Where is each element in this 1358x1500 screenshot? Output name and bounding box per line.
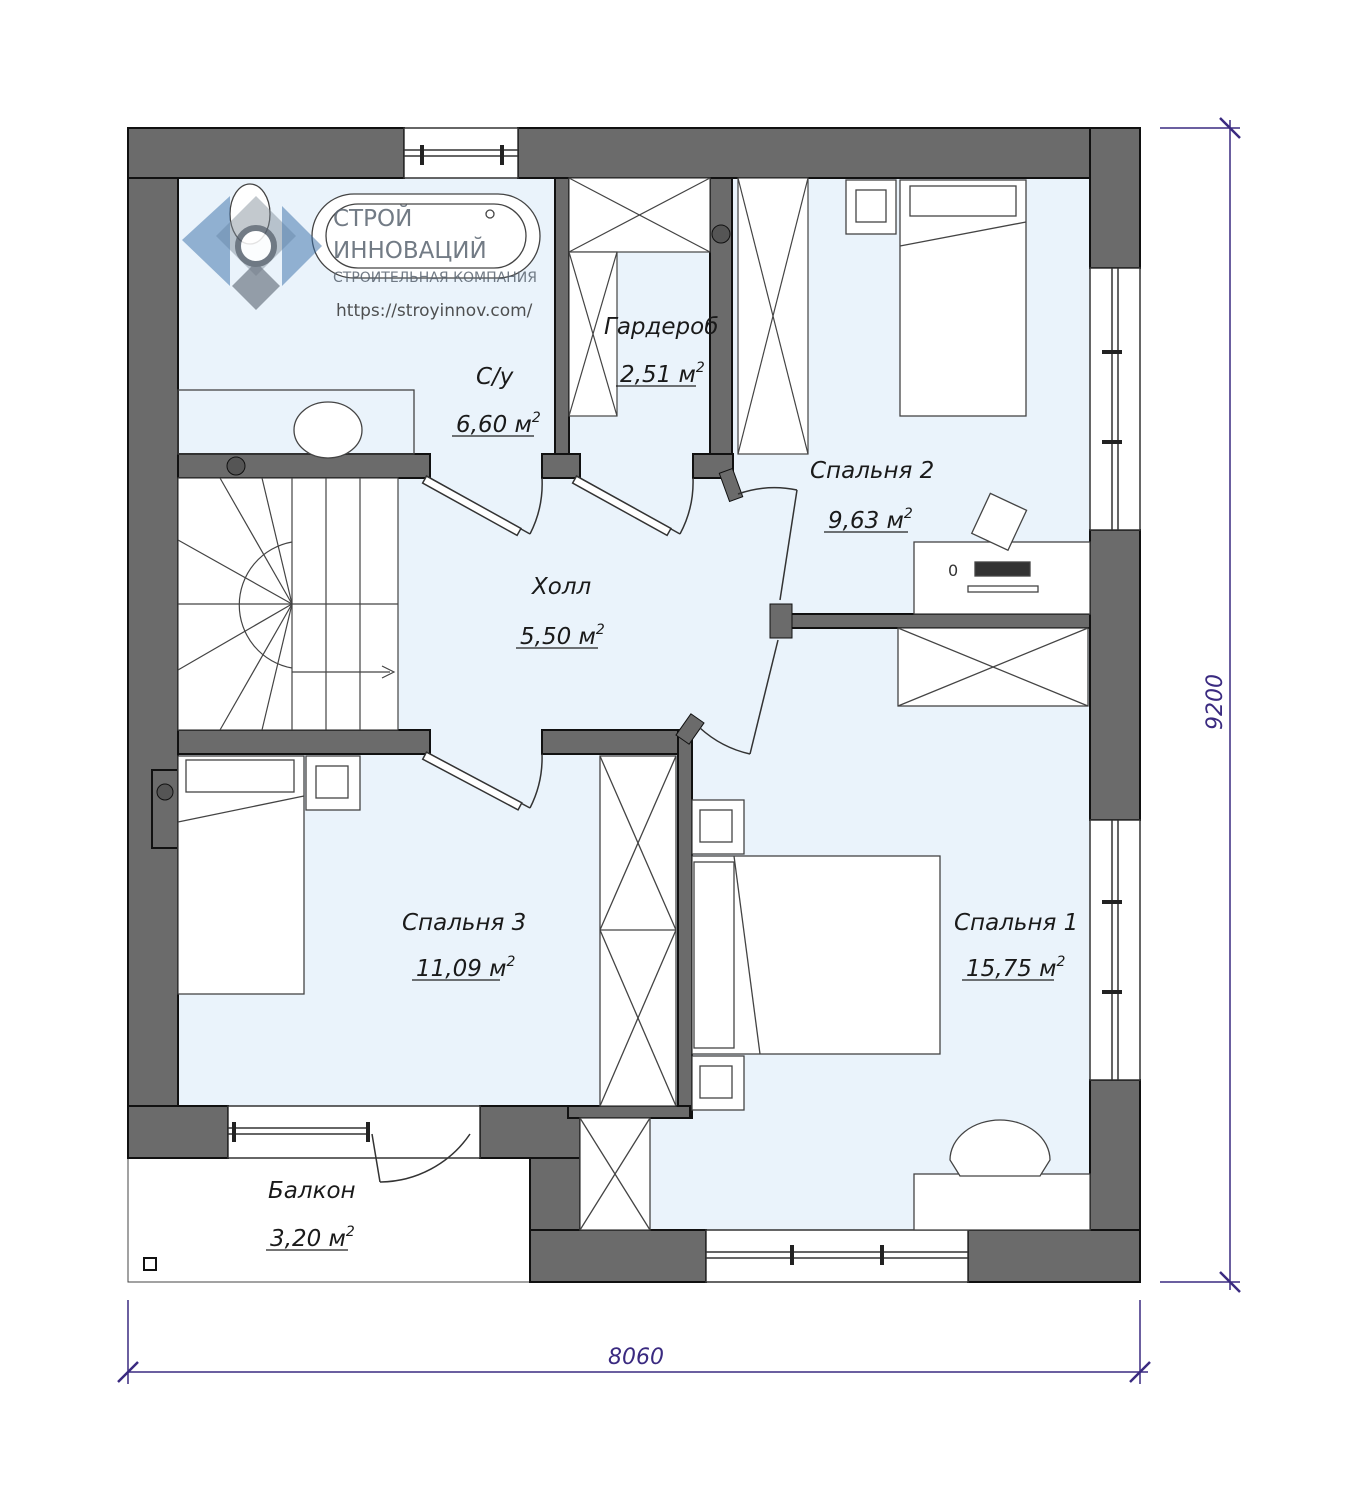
room-name-bathroom: С/у [476,364,514,390]
logo-line-3: СТРОИТЕЛЬНАЯ КОМПАНИЯ [333,270,537,286]
room-area-bathroom: 6,60 м2 [456,410,541,438]
room-name-bedroom-3: Спальня 3 [402,910,526,936]
shaft-icon [156,783,174,801]
dimension-lines [117,117,1241,1384]
logo-line-2: ИННОВАЦИЙ [333,236,487,264]
wardrobe-shelving [568,177,809,455]
room-area-wardrobe: 2,51 м2 [620,360,705,388]
room-area-balcony: 3,20 м2 [270,1224,355,1252]
door-panels [421,475,672,811]
room-labels: С/у 6,60 м2 Гардероб 2,51 м2 Спальня 2 9… [266,314,1078,1252]
desk-label: 0 [948,561,958,580]
bedroom-2-furniture [845,179,1091,615]
dimension-width: 8060 [608,1345,664,1370]
logo-url: https://stroyinnov.com/ [336,301,533,321]
wall-detail [718,467,744,503]
balcony-post [143,1257,157,1271]
room-name-wardrobe: Гардероб [604,314,718,340]
room-area-bedroom-1: 15,75 м2 [966,954,1066,982]
room-area-bedroom-3: 11,09 м2 [416,954,516,982]
windows [227,127,1141,1283]
walls [127,127,1141,1283]
dimension-height: 9200 [1203,674,1228,730]
balcony-floor [127,1157,531,1283]
bathroom-fixtures [177,183,541,459]
room-area-hall: 5,50 м2 [520,622,605,650]
bedroom-1-furniture [579,627,1091,1231]
company-logo: СТРОЙ ИННОВАЦИЙ СТРОИТЕЛЬНАЯ КОМПАНИЯ ht… [182,196,537,321]
staircase [177,477,399,731]
wall-detail [675,713,705,745]
room-name-bedroom-2: Спальня 2 [810,458,934,484]
room-name-hall: Холл [531,574,592,600]
room-name-balcony: Балкон [268,1178,356,1204]
room-area-bedroom-2: 9,63 м2 [828,506,913,534]
bedroom-3-furniture [177,755,677,1107]
wall-detail [769,603,793,639]
shaft-icon [711,224,731,244]
window-frame-marks [232,145,1122,1265]
room-name-bedroom-1: Спальня 1 [954,910,1078,936]
shaft-icon [226,456,246,476]
logo-line-1: СТРОЙ [333,204,412,232]
